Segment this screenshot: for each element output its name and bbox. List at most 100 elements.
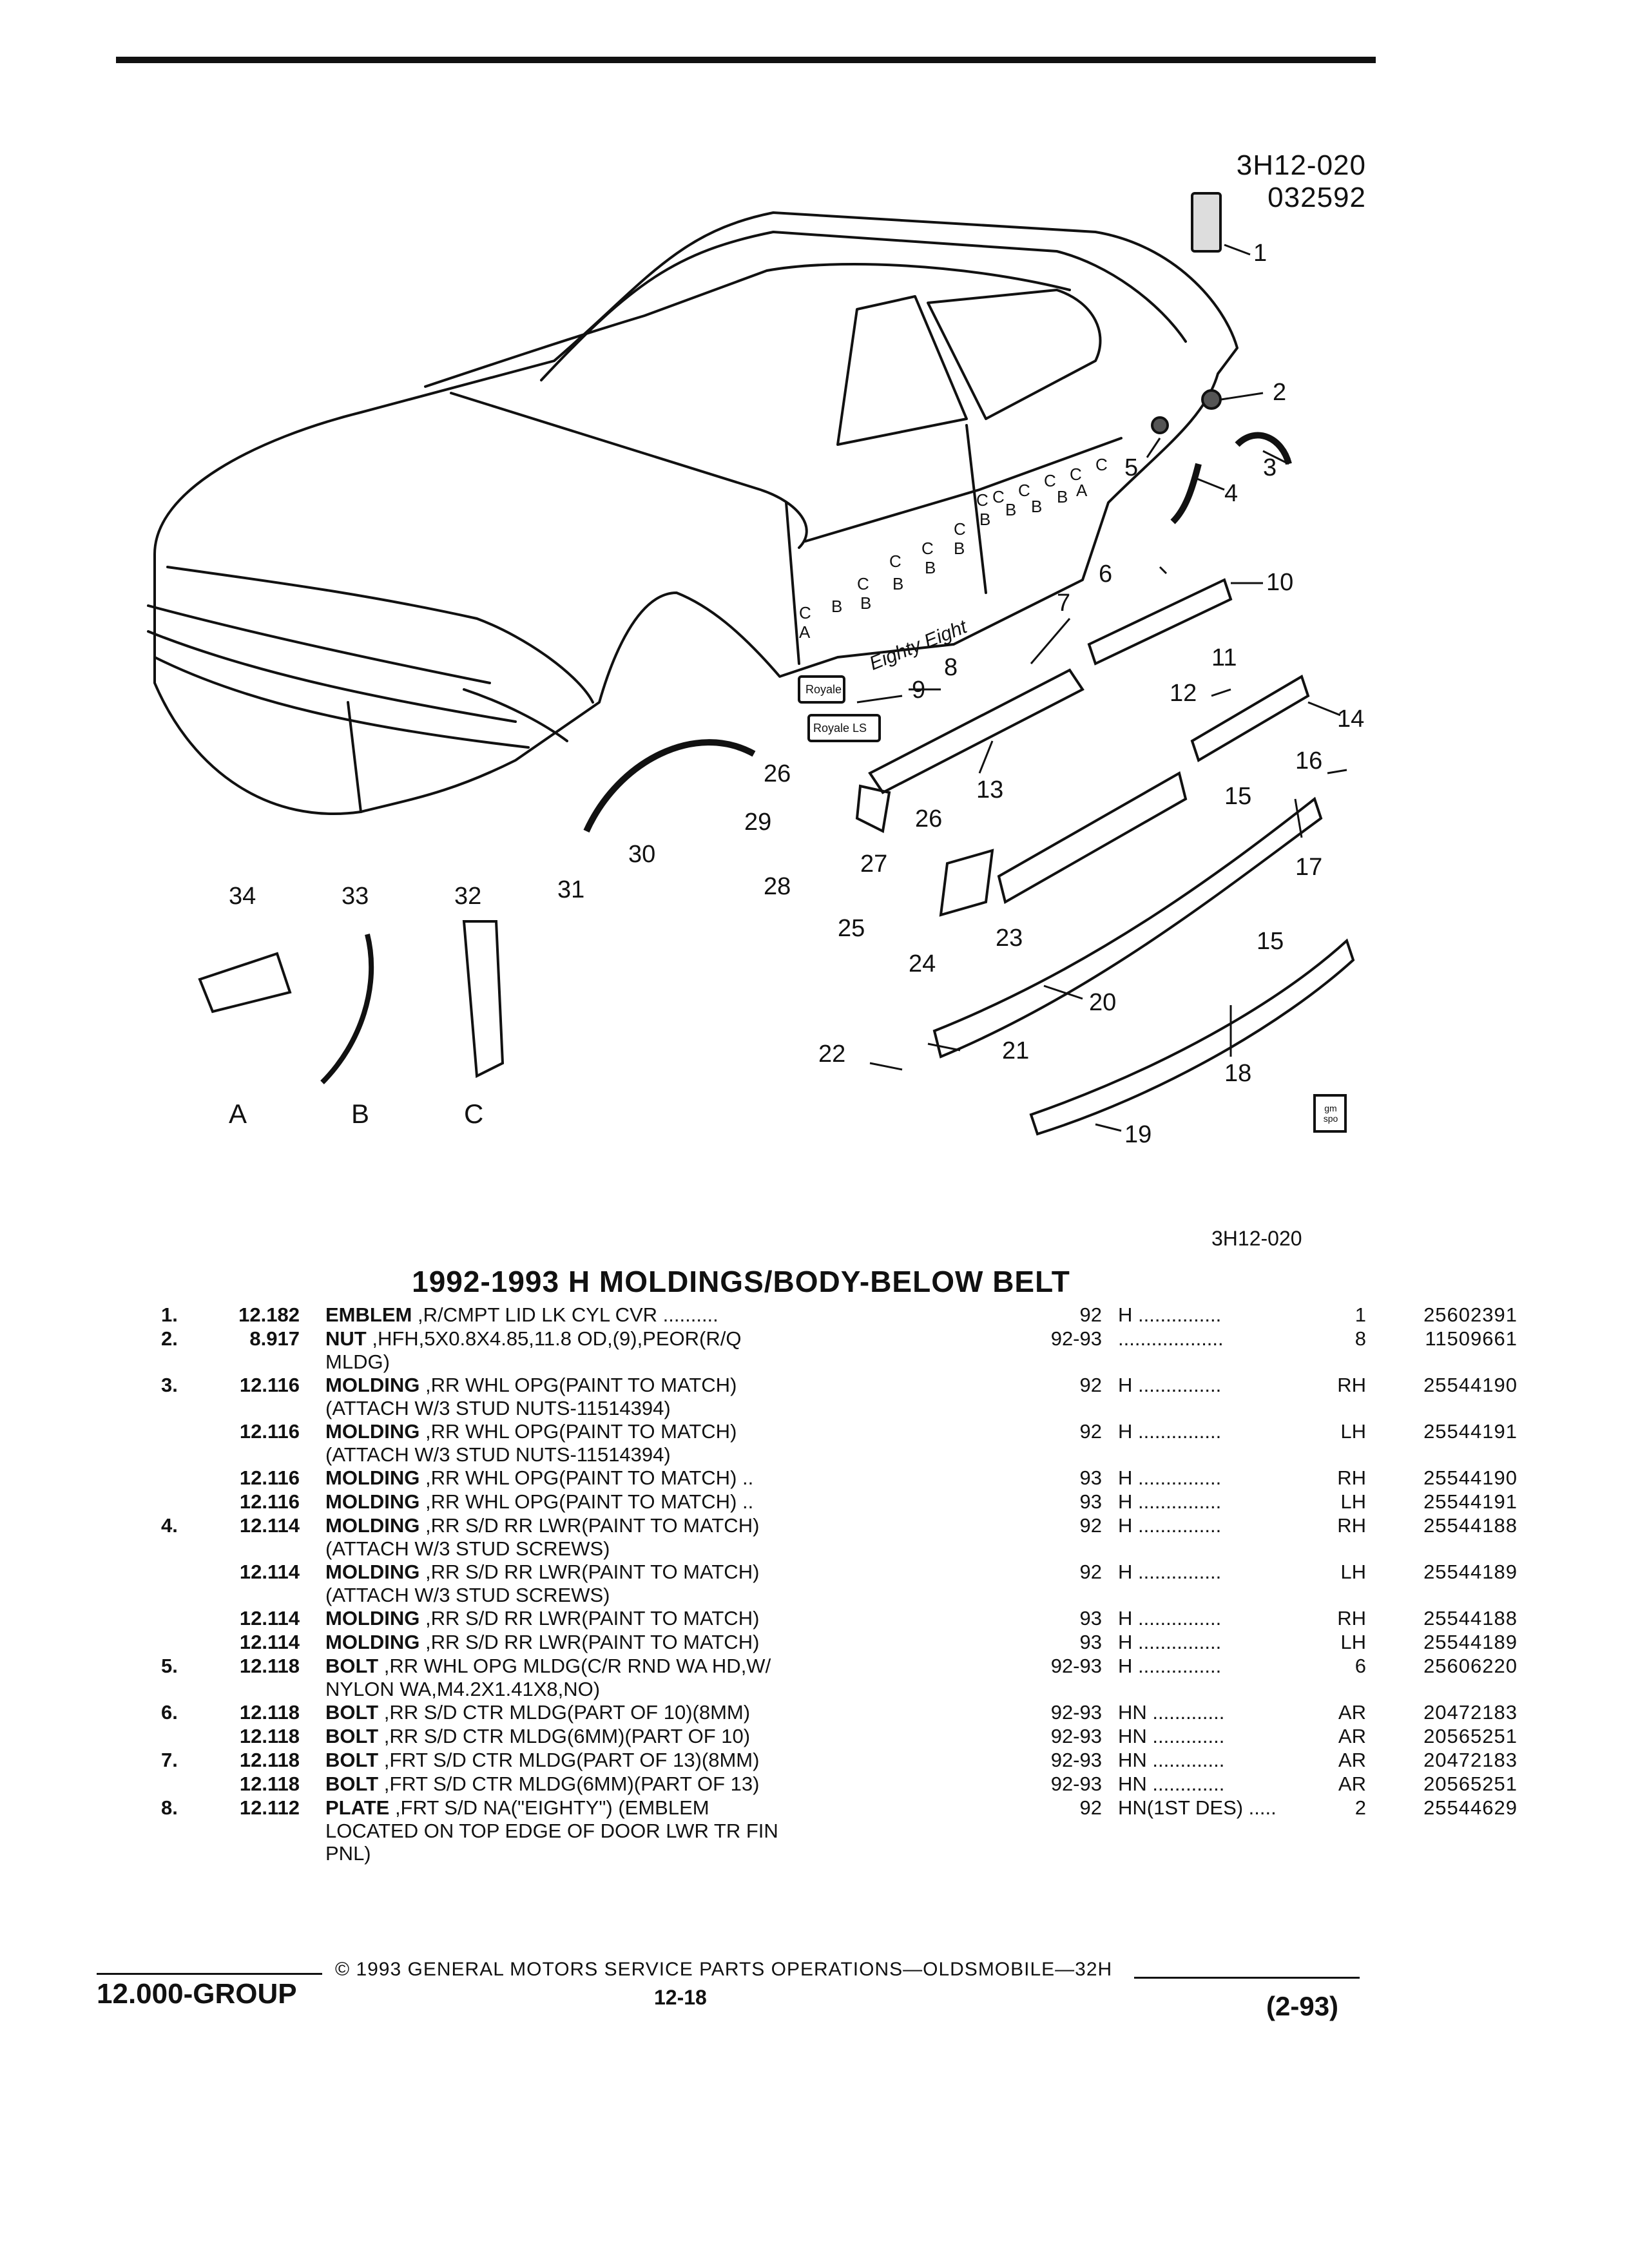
part-detail: ,RR WHL OPG(PAINT TO MATCH) .. [425,1490,754,1513]
part-detail: ,RR WHL OPG MLDG(C/R RND WA HD,W/ [383,1655,771,1677]
footer-date: (2-93) [1266,1991,1339,2021]
part-ref-number: 8. [161,1796,178,1819]
body-letter: A [1076,481,1088,500]
part-years: 92 [1079,1420,1102,1443]
parts-row-continuation: (ATTACH W/3 STUD NUTS-11514394) [161,1397,1385,1419]
figure-date-code: 032592 [1268,182,1366,213]
part-description: BOLT ,RR S/D CTR MLDG(6MM)(PART OF 10) [325,1724,1002,1748]
sheet-code-bottom: 3H12-020 [1211,1227,1302,1250]
part-number: 25544190 [1423,1466,1518,1489]
part-name: EMBLEM [325,1303,412,1326]
part-years: 92 [1079,1514,1102,1537]
part-number: 25606220 [1423,1655,1518,1677]
part-group-number: 8.917 [249,1327,300,1350]
molding-part-14 [1190,675,1310,762]
part-name: MOLDING [325,1514,420,1537]
part-name: MOLDING [325,1561,420,1583]
body-letter: C [976,490,988,510]
part-quantity: 8 [1354,1327,1366,1350]
part-name: BOLT [325,1773,379,1795]
callout-4: 4 [1224,480,1239,507]
part-description: MOLDING ,RR S/D RR LWR(PAINT TO MATCH) [325,1606,1002,1630]
part-ref-number: 1. [161,1303,178,1326]
clip-c [462,920,505,1079]
part-detail: ,RR S/D RR LWR(PAINT TO MATCH) [425,1607,760,1629]
part-series: H ............... [1118,1466,1222,1489]
part-detail: ,FRT S/D CTR MLDG(PART OF 13)(8MM) [383,1749,760,1771]
part-group-number: 12.114 [239,1514,300,1537]
callout-28: 28 [764,873,791,900]
part-series: H ............... [1118,1655,1222,1677]
callout-25: 25 [838,915,865,942]
callout-2: 2 [1273,379,1287,406]
part-series: H ............... [1118,1374,1222,1396]
part-years: 92 [1079,1796,1102,1819]
part-years: 92-93 [1050,1327,1102,1350]
callout-8: 8 [944,654,958,681]
callout-6: 6 [1099,561,1113,588]
part-name: MOLDING [325,1420,420,1443]
part-detail: ,RR S/D RR LWR(PAINT TO MATCH) [425,1561,760,1583]
body-letter: B [831,597,842,616]
part-name: MOLDING [325,1466,420,1489]
body-letter: C [1044,471,1056,490]
callout-31: 31 [557,876,585,903]
body-letter-markers: C A B C B C B C B C B C B C B C B C B C … [799,455,1108,642]
emblem-part-1 [1191,192,1222,253]
body-letter: B [954,539,965,558]
part-number: 20565251 [1423,1773,1518,1795]
callout-30: 30 [628,841,656,868]
parts-row-continuation: (ATTACH W/3 STUD SCREWS) [161,1584,1385,1606]
part-series: H ............... [1118,1607,1222,1629]
parts-row-continuation: (ATTACH W/3 STUD SCREWS) [161,1537,1385,1560]
part-detail: ,RR S/D CTR MLDG(PART OF 10)(8MM) [383,1701,751,1724]
part-years: 93 [1079,1466,1102,1489]
exploded-parts-diagram: C A B C B C B C B C B C B C B C B C B C … [147,192,1355,1136]
body-letter: B [860,593,871,613]
part-name: PLATE [325,1796,390,1819]
body-letter: C [1070,465,1082,484]
part-name: MOLDING [325,1490,420,1513]
part-group-number: 12.116 [239,1466,300,1489]
part-detail: ,RR S/D RR LWR(PAINT TO MATCH) [425,1631,760,1653]
part-quantity: RH [1337,1607,1366,1629]
flare-part-31 [583,739,756,833]
callout-1: 1 [1253,240,1268,267]
parts-row-continuation: LOCATED ON TOP EDGE OF DOOR LWR TR FIN [161,1820,1385,1842]
body-letter: C [799,603,811,622]
part-group-number: 12.116 [239,1490,300,1513]
part-description: BOLT ,RR WHL OPG MLDG(C/R RND WA HD,W/ [325,1654,1002,1678]
part-ref-number: 2. [161,1327,178,1350]
part-group-number: 12.182 [238,1303,300,1326]
body-letter: C [954,519,966,539]
callout-15a: 15 [1224,783,1252,810]
part-description: MOLDING ,RR WHL OPG(PAINT TO MATCH) .. [325,1466,1002,1490]
callout-21: 21 [1002,1037,1030,1064]
callout-19: 19 [1124,1121,1152,1148]
part-detail: ,RR S/D RR LWR(PAINT TO MATCH) [425,1514,760,1537]
body-letter: B [1057,487,1068,506]
part-years: 92-93 [1050,1655,1102,1677]
part-name: BOLT [325,1701,379,1724]
part-description: BOLT ,FRT S/D CTR MLDG(6MM)(PART OF 13) [325,1772,1002,1796]
part-series: HN ............. [1118,1773,1225,1795]
callout-23: 23 [996,925,1023,952]
part-quantity: RH [1337,1514,1366,1537]
part-quantity: LH [1340,1490,1366,1513]
part-quantity: AR [1338,1749,1366,1771]
figure-code: 3H12-020 [1236,149,1366,181]
molding-part-10 [1087,578,1233,666]
part-number: 25544190 [1423,1374,1518,1396]
callout-7: 7 [1057,590,1071,617]
part-description-continued: (ATTACH W/3 STUD NUTS-11514394) [325,1397,671,1419]
callout-33: 33 [342,883,369,910]
callout-16: 16 [1295,747,1323,774]
part-series: H ............... [1118,1631,1222,1653]
molding-part-3 [1235,432,1292,465]
body-letter: C [992,487,1005,506]
